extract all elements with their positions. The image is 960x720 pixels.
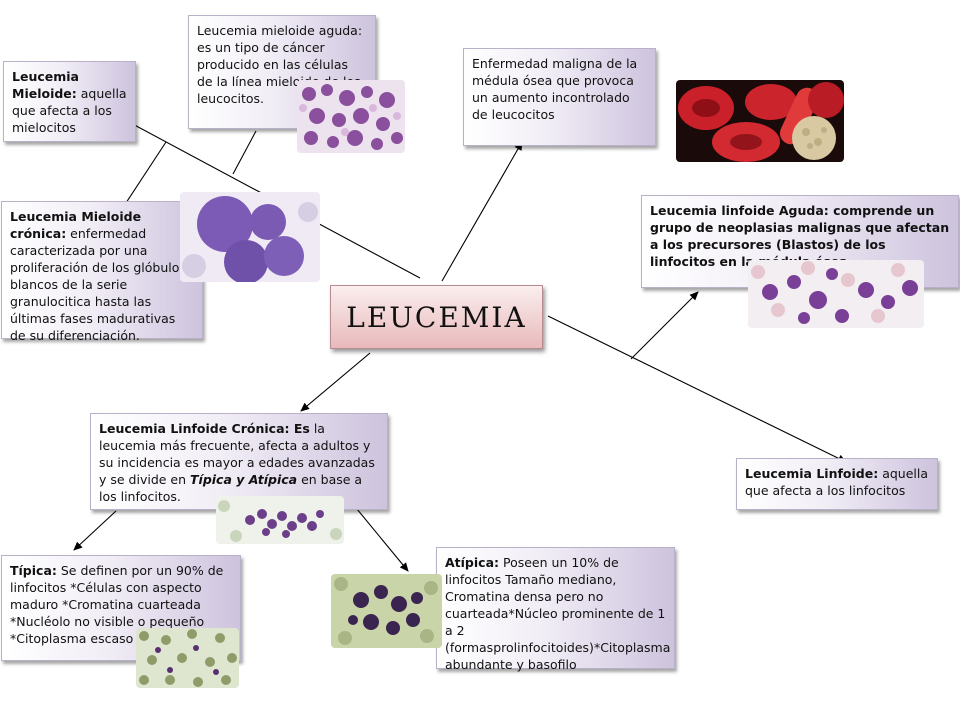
typical-lymphocytes-image	[136, 628, 239, 688]
line-mieloide-to-aguda	[232, 130, 257, 175]
atipica-body: Poseen un 10% de linfocitos Tamaño media…	[445, 555, 671, 672]
box-leucemia-linfoide: Leucemia Linfoide: aquella que afecta a …	[736, 458, 938, 510]
atypical-lymphocytes-image	[331, 574, 442, 648]
arrow-to-mieloide-cronica	[119, 141, 167, 213]
central-title: LEUCEMIA	[330, 285, 543, 349]
linfoide-heading: Leucemia Linfoide:	[745, 466, 879, 481]
arrow-to-tipica	[73, 510, 117, 551]
mieloide-heading: Leucemia Mieloide:	[12, 69, 79, 101]
mieloide-body: aquella que afecta a los mielocitos	[12, 86, 127, 135]
tipica-body: Se definen por un 90% de linfocitos *Cél…	[10, 563, 224, 646]
linfoide-cronica-heading: Leucemia Linfoide Crónica: Es	[99, 421, 310, 436]
enfermedad-text: Enfermedad maligna de la médula ósea que…	[472, 56, 638, 122]
arrow-to-enfermedad	[441, 141, 523, 282]
arrow-to-linfoide-cronica	[300, 352, 371, 412]
box-enfermedad: Enfermedad maligna de la médula ósea que…	[463, 48, 656, 146]
linfoide-cronica-body2: en base a los linfocitos.	[99, 472, 363, 504]
linfoide-cronica-em: Típica y Atípica	[190, 472, 298, 487]
linfoide-body: aquella que afecta a los linfocitos	[745, 466, 929, 498]
red-blood-cells-image	[676, 80, 844, 162]
linfoide-cronica-body1: la leucemia más frecuente, afecta a adul…	[99, 421, 375, 487]
tipica-heading: Típica:	[10, 563, 57, 578]
lymphocyte-cluster-image	[216, 496, 344, 544]
blood-smear-purple-image	[297, 80, 405, 153]
box-mieloide-aguda: Leucemia mieloide aguda: es un tipo de c…	[188, 15, 376, 129]
mieloide-cronica-body: enfermedad caracterizada por una prolife…	[10, 226, 186, 343]
purple-blast-cells-image	[180, 192, 320, 282]
arrow-to-linfoide-aguda	[630, 291, 699, 360]
box-leucemia-mieloide: Leucemia Mieloide: aquella que afecta a …	[3, 61, 136, 142]
arrow-to-atipica	[351, 502, 409, 572]
lymphocyte-smear-image	[748, 260, 924, 328]
atipica-heading: Atípica:	[445, 555, 500, 570]
arrow-to-linfoide	[547, 315, 847, 463]
mieloide-cronica-heading: Leucemia Mieloide crónica:	[10, 209, 142, 241]
box-mieloide-cronica: Leucemia Mieloide crónica: enfermedad ca…	[1, 201, 203, 343]
box-atipica: Atípica: Poseen un 10% de linfocitos Tam…	[436, 547, 675, 672]
